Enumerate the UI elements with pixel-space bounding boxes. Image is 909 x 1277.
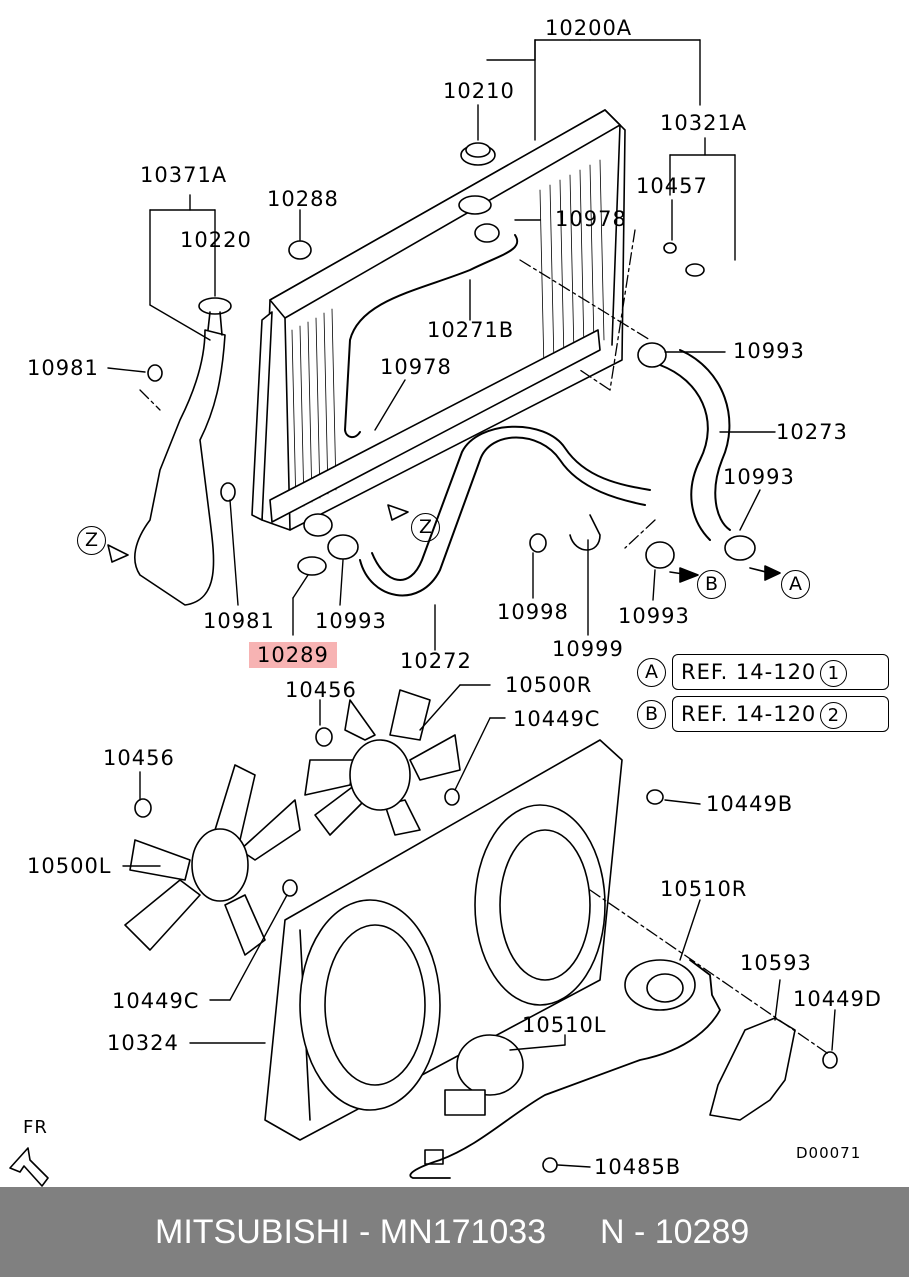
dashed-lines [139,229,831,1056]
radiator-cap [460,142,496,166]
upper-hose [659,364,711,541]
fan-shroud [264,739,623,1141]
label-10457: 10457 [636,174,708,198]
footer-bar: MITSUBISHI - MN171033 N - 10289 [0,1187,909,1277]
fan-motors [424,959,696,1165]
label-10993-bottom: 10993 [618,604,690,628]
ref-b-letter: B [637,700,666,729]
ref-b-text: REF. 14-120 [681,702,817,726]
label-10200A: 10200A [545,16,633,40]
label-10999: 10999 [552,637,624,661]
drawing-code: D00071 [796,1144,862,1162]
label-10998: 10998 [497,600,569,624]
fan-left [124,764,301,956]
marker-z-left: Z [77,526,106,555]
overflow-hose [344,234,519,438]
ref-a-text: REF. 14-120 [681,660,817,684]
radiator [251,109,626,537]
ref-a-number: 1 [820,659,848,687]
label-10456-left: 10456 [103,746,175,770]
reserve-tank [134,297,232,606]
lower-hose [359,436,646,597]
label-10993-upper: 10993 [733,339,805,363]
label-10220: 10220 [180,228,252,252]
label-10272: 10272 [400,649,472,673]
label-10993-lower: 10993 [315,609,387,633]
label-10510L: 10510L [522,1013,607,1037]
parts-diagram [9,39,838,1187]
label-10321A: 10321A [660,111,748,135]
small-parts [134,240,838,1173]
label-10981-lower: 10981 [203,609,275,633]
label-10371A: 10371A [140,163,228,187]
label-10978-mid: 10978 [380,355,452,379]
label-10210: 10210 [443,79,515,103]
label-10510R: 10510R [660,877,748,901]
label-10271B: 10271B [427,318,515,342]
label-10288: 10288 [267,187,339,211]
ref-b-number: 2 [820,701,848,729]
marker-z-right: Z [411,513,440,542]
front-label: FR [23,1117,48,1138]
label-10449D: 10449D [793,987,882,1011]
label-10500R: 10500R [505,673,593,697]
label-10978-top: 10978 [555,207,627,231]
label-10456-top: 10456 [285,678,357,702]
label-10485B: 10485B [594,1155,682,1179]
label-10981-left: 10981 [27,356,99,380]
ref-a-letter: A [637,658,666,687]
flow-arrows [107,504,781,583]
label-10449C-left: 10449C [112,989,200,1013]
label-10273: 10273 [776,420,848,444]
leader-lines [107,39,836,1168]
label-10993-right: 10993 [723,465,795,489]
label-10449B: 10449B [706,792,794,816]
label-10449C-top: 10449C [513,707,601,731]
label-10289-highlighted: 10289 [249,642,337,668]
label-10593: 10593 [740,951,812,975]
marker-b: B [697,570,726,599]
fan-right [304,689,461,836]
front-arrow-icon [9,1147,49,1187]
marker-a: A [781,570,810,599]
harness-wire [409,959,721,1179]
label-10500L: 10500L [27,854,112,878]
footer-brand-part: MITSUBISHI - MN171033 [155,1213,547,1251]
footer-reference: N - 10289 [600,1213,750,1251]
label-10324: 10324 [107,1031,179,1055]
motor-bracket [709,1017,796,1121]
